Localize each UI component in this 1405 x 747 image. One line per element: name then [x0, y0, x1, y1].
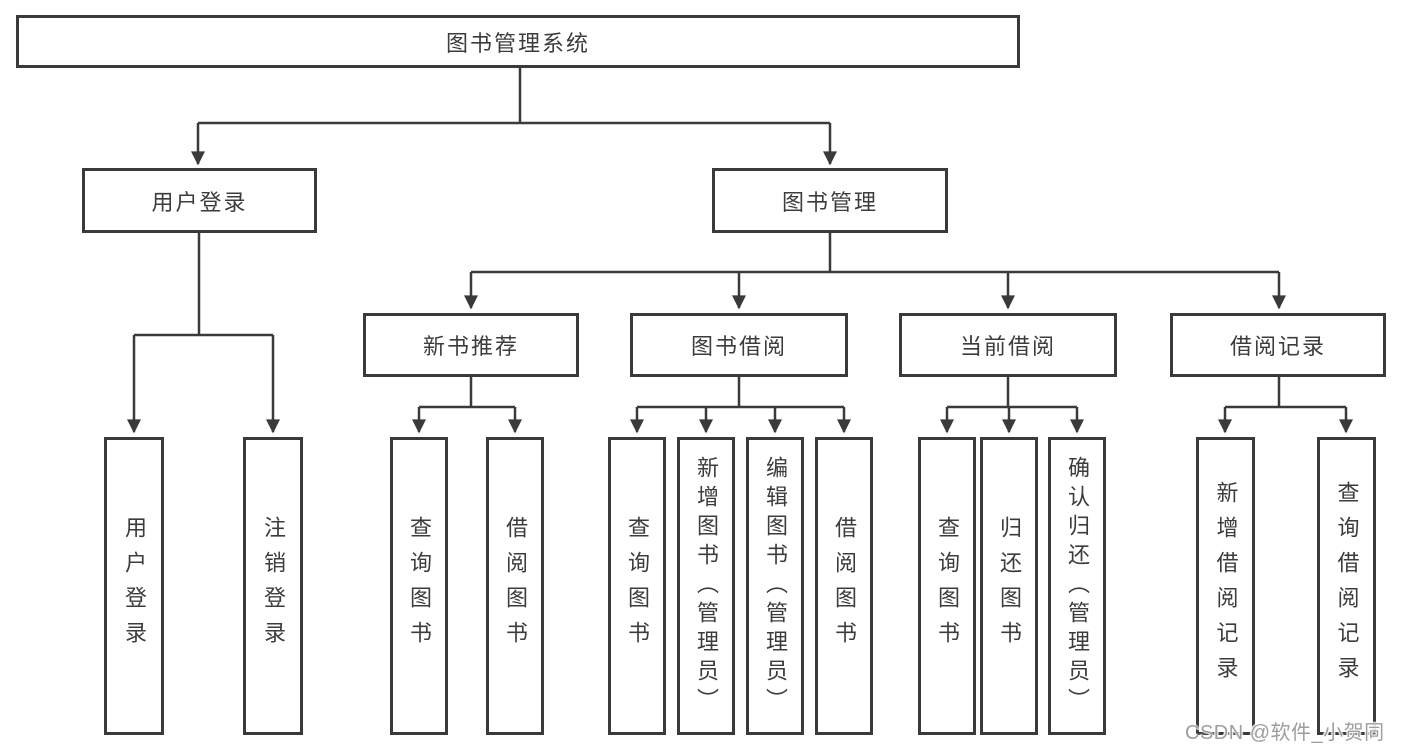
leaf-bb-add-books-admin: 新增图书（管理员）: [677, 437, 735, 735]
node-user-login: 用户登录: [82, 168, 317, 233]
connector-rails: [134, 68, 1346, 409]
leaf-cb-return-books: 归还图书: [980, 437, 1038, 735]
leaf-cb-confirm-return-admin: 确认归还（管理员）: [1048, 437, 1106, 735]
csdn-watermark: CSDN @软件_小贺同学: [1185, 722, 1385, 744]
node-library-system: 图书管理系统: [16, 15, 1020, 68]
leaf-bb-query-books: 查询图书: [608, 437, 666, 735]
leaf-br-add-record: 新增借阅记录: [1196, 437, 1255, 735]
leaf-bb-borrow-books: 借阅图书: [815, 437, 873, 735]
node-book-borrow: 图书借阅: [630, 313, 848, 377]
leaf-br-query-record: 查询借阅记录: [1317, 437, 1376, 735]
leaf-logout: 注销登录: [243, 437, 303, 735]
leaf-bb-edit-books-admin: 编辑图书（管理员）: [746, 437, 804, 735]
leaf-nbr-query-books: 查询图书: [390, 437, 448, 735]
node-current-borrow: 当前借阅: [899, 313, 1117, 377]
node-book-management: 图书管理: [712, 168, 948, 233]
node-borrow-records: 借阅记录: [1170, 313, 1386, 377]
leaf-user-login: 用户登录: [104, 437, 164, 735]
leaf-cb-query-books: 查询图书: [918, 437, 976, 735]
leaf-nbr-borrow-books: 借阅图书: [486, 437, 544, 735]
node-new-book-recommend: 新书推荐: [363, 313, 579, 377]
